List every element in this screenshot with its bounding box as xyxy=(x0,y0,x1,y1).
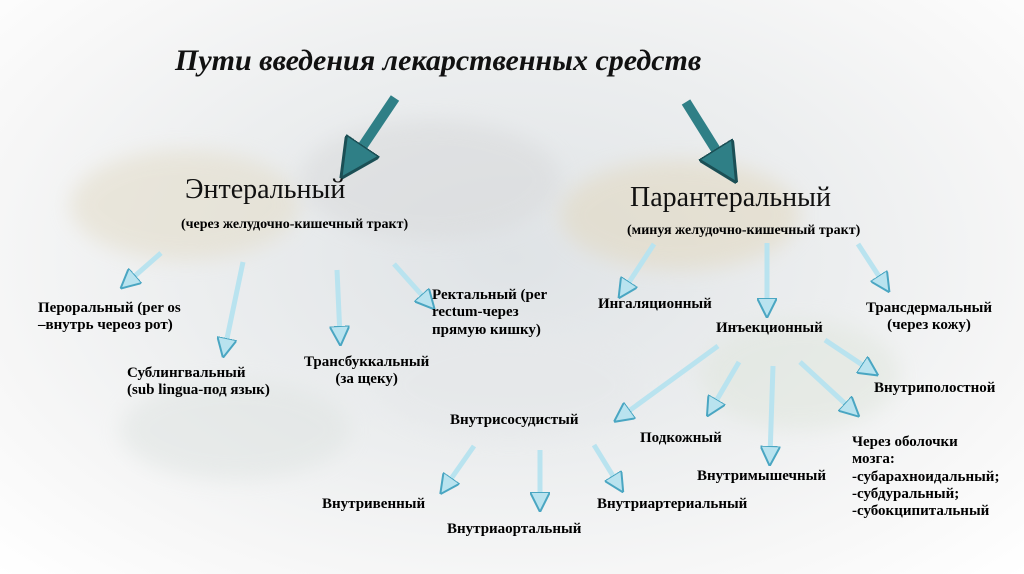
parenteral-note: (минуя желудочно-кишечный тракт) xyxy=(627,223,861,238)
intracavitary-label: Внутриполостной xyxy=(874,380,996,396)
arrow-intraarterial xyxy=(591,443,618,484)
arrow-subcutaneous xyxy=(712,360,742,408)
background-pill xyxy=(560,160,800,270)
arrow-intramuscular xyxy=(770,365,773,456)
injection-label: Инъекционный xyxy=(716,320,823,336)
background-pill xyxy=(70,150,300,260)
oral-label: Пероральный (per os –внутрь череоз рот) xyxy=(38,300,181,334)
intravenous-label: Внутривенный xyxy=(322,496,426,512)
intramuscular-label: Внутримышечный xyxy=(697,468,827,484)
enteral-heading: Энтеральный xyxy=(185,174,346,205)
background-pill xyxy=(120,380,350,480)
transdermal-label: Трансдермальный (через кожу) xyxy=(866,300,993,334)
enteral-note: (через желудочно-кишечный тракт) xyxy=(181,217,409,232)
arrow-inhalation xyxy=(624,242,657,290)
rectal-label: Ректальный (per rectum-через прямую кишк… xyxy=(432,287,548,338)
arrow-transdermal xyxy=(855,242,884,284)
main-arrow-parenteral xyxy=(681,99,726,166)
parenteral-heading: Парантеральный xyxy=(630,182,831,213)
arrow-transbuccal xyxy=(337,269,340,336)
meninges-label: Через оболочки мозга: -субарахноидальный… xyxy=(852,434,1000,519)
arrow-intravenous xyxy=(446,444,477,486)
arrow-meninges xyxy=(798,360,852,410)
transbuccal-label: Трансбуккальный (за щеку) xyxy=(304,354,430,388)
intravascular-label: Внутрисосудистый xyxy=(450,412,579,428)
subcutaneous-label: Подкожный xyxy=(640,430,722,446)
main-arrow-enteral xyxy=(352,95,400,162)
arrow-sublingual xyxy=(225,261,246,348)
page-title: Пути введения лекарственных средств xyxy=(175,44,702,77)
background-pill xyxy=(380,330,640,440)
intraarterial-label: Внутриартериальный xyxy=(597,496,748,512)
intraaortic-label: Внутриаортальный xyxy=(447,521,582,537)
arrow-oral xyxy=(128,251,163,282)
sublingual-label: Сублингвальный (sub lingua-под язык) xyxy=(127,365,270,399)
arrow-intracavitary xyxy=(823,337,870,370)
arrow-rectal xyxy=(392,262,428,302)
arrow-intravascular xyxy=(622,343,720,416)
inhalation-label: Ингаляционный xyxy=(598,296,712,312)
